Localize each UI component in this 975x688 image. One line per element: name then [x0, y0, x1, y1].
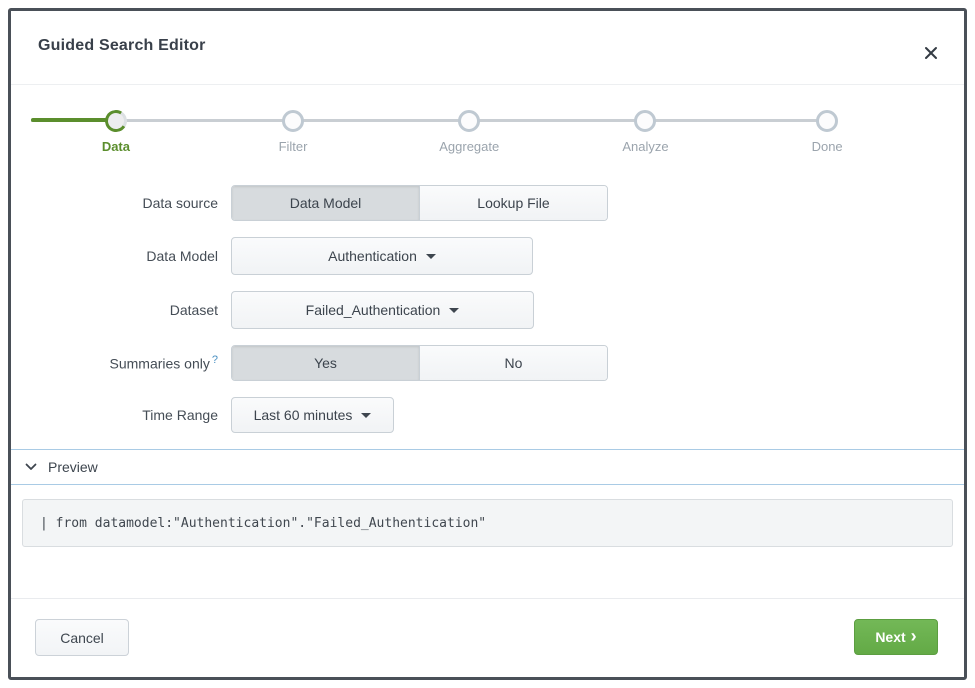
stepper-step-data[interactable]: Data	[51, 85, 181, 154]
guided-search-form: Data source Data Model Lookup File Data …	[11, 185, 964, 433]
preview-label: Preview	[48, 459, 98, 475]
preview-toggle[interactable]: Preview	[11, 449, 964, 485]
step-circle-done	[816, 110, 839, 132]
data-model-value: Authentication	[328, 248, 417, 264]
data-model-dropdown[interactable]: Authentication	[231, 237, 533, 275]
caret-down-icon	[449, 307, 460, 313]
summaries-only-option-no[interactable]: No	[419, 346, 607, 380]
preview-query-box: | from datamodel:"Authentication"."Faile…	[22, 499, 953, 547]
step-circle-aggregate	[458, 110, 481, 132]
chevron-right-icon: ›	[910, 626, 917, 646]
time-range-row: Time Range Last 60 minutes	[11, 397, 964, 433]
step-label: Data	[101, 139, 130, 154]
step-label: Aggregate	[439, 139, 500, 154]
preview-query-text: | from datamodel:"Authentication"."Faile…	[40, 515, 487, 531]
next-button[interactable]: Next ›	[854, 619, 938, 655]
step-circle-data	[102, 107, 129, 135]
dataset-row: Dataset Failed_Authentication	[11, 291, 964, 329]
data-source-option-lookup-file[interactable]: Lookup File	[419, 186, 607, 220]
time-range-label: Time Range	[142, 407, 218, 423]
step-circle-analyze	[634, 110, 657, 132]
close-button[interactable]	[920, 41, 944, 65]
help-icon[interactable]: ?	[211, 354, 218, 367]
guided-search-editor-dialog: Guided Search Editor Data Filter	[8, 8, 967, 680]
dialog-footer: Cancel Next ›	[11, 598, 964, 677]
caret-down-icon	[425, 253, 436, 259]
close-icon	[924, 46, 940, 60]
data-source-toggle: Data Model Lookup File	[231, 185, 608, 221]
time-range-value: Last 60 minutes	[253, 407, 353, 423]
data-source-option-data-model[interactable]: Data Model	[232, 186, 419, 220]
data-source-label: Data source	[142, 195, 218, 211]
stepper-progress-line	[31, 118, 117, 122]
time-range-dropdown[interactable]: Last 60 minutes	[231, 397, 394, 433]
stepper-step-analyze[interactable]: Analyze	[580, 85, 710, 154]
data-model-label: Data Model	[146, 248, 218, 264]
step-label: Done	[811, 139, 843, 154]
data-model-row: Data Model Authentication	[11, 237, 964, 275]
summaries-only-option-yes[interactable]: Yes	[232, 346, 419, 380]
step-label: Filter	[278, 139, 308, 154]
caret-down-icon	[361, 412, 372, 418]
stepper-track	[31, 119, 828, 122]
dialog-title: Guided Search Editor	[38, 37, 206, 54]
step-label: Analyze	[622, 139, 669, 154]
summaries-only-row: Summaries only? Yes No	[11, 345, 964, 381]
cancel-button[interactable]: Cancel	[35, 619, 129, 656]
dataset-dropdown[interactable]: Failed_Authentication	[231, 291, 534, 329]
dialog-header: Guided Search Editor	[11, 11, 964, 85]
summaries-only-toggle: Yes No	[231, 345, 608, 381]
next-button-label: Next	[875, 629, 906, 645]
step-circle-filter	[282, 110, 305, 132]
stepper-step-done[interactable]: Done	[762, 85, 892, 154]
stepper-step-filter[interactable]: Filter	[228, 85, 358, 154]
summaries-only-label-text: Summaries only	[109, 355, 210, 372]
chevron-down-icon	[25, 458, 37, 476]
data-source-row: Data source Data Model Lookup File	[11, 185, 964, 221]
progress-stepper: Data Filter Aggregate Analyze Done	[31, 85, 944, 165]
dataset-label: Dataset	[169, 302, 218, 318]
summaries-only-label: Summaries only?	[11, 354, 231, 372]
dataset-value: Failed_Authentication	[305, 302, 441, 318]
stepper-step-aggregate[interactable]: Aggregate	[404, 85, 534, 154]
